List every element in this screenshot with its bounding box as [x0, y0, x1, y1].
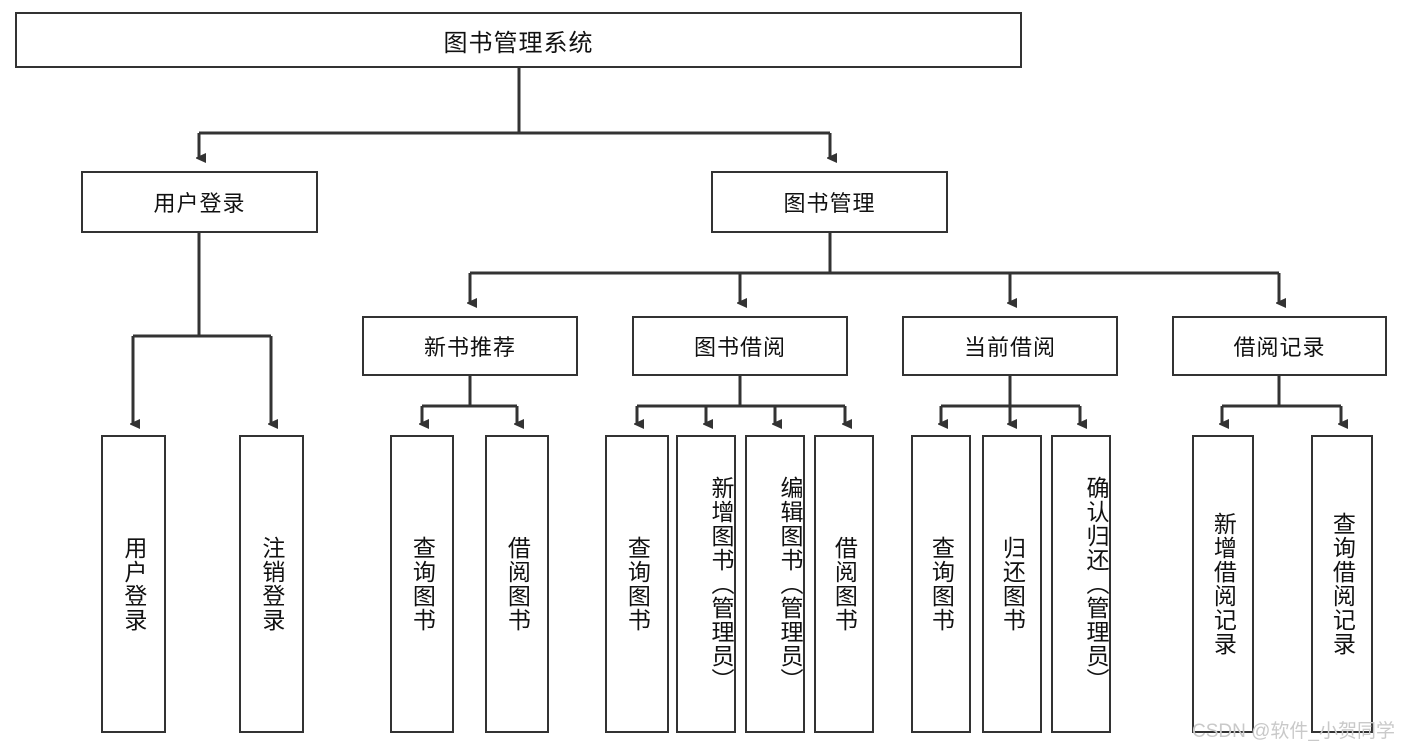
- leaf-borrow-books[interactable]: 借阅图书: [814, 435, 874, 733]
- leaf-logout[interactable]: 注销登录: [239, 435, 304, 733]
- leaf-query-books-current[interactable]: 查询图书: [911, 435, 971, 733]
- leaf-query-borrow-record[interactable]: 查询借阅记录: [1311, 435, 1373, 733]
- leaf-borrow-books-new[interactable]: 借阅图书: [485, 435, 549, 733]
- node-label: 借阅记录: [1233, 335, 1326, 360]
- node-label: 查询图书: [409, 536, 436, 632]
- leaf-confirm-return-admin[interactable]: 确认归还（管理员）: [1051, 435, 1111, 733]
- node-label: 用户登录: [153, 191, 246, 216]
- node-label: 查询图书: [928, 536, 955, 632]
- node-label: 借阅图书: [831, 536, 858, 632]
- node-label: 注销登录: [258, 536, 285, 632]
- node-current[interactable]: 当前借阅: [902, 316, 1118, 376]
- node-label: 查询图书: [624, 536, 651, 632]
- node-label: 查询借阅记录: [1329, 512, 1356, 656]
- leaf-add-borrow-record[interactable]: 新增借阅记录: [1192, 435, 1254, 733]
- leaf-user-login[interactable]: 用户登录: [101, 435, 166, 733]
- node-label: 新书推荐: [423, 335, 516, 360]
- leaf-edit-book-admin[interactable]: 编辑图书（管理员）: [745, 435, 805, 733]
- node-label: 借阅图书: [504, 536, 531, 632]
- node-label: 编辑图书（管理员）: [777, 476, 803, 692]
- node-root-图书管理系统[interactable]: 图书管理系统: [15, 12, 1022, 68]
- node-label: 归还图书: [999, 536, 1026, 632]
- node-label: 图书管理: [783, 191, 876, 216]
- node-label: 用户登录: [120, 536, 147, 632]
- leaf-query-books-new[interactable]: 查询图书: [390, 435, 454, 733]
- node-label: 当前借阅: [963, 335, 1056, 360]
- node-bookmgr[interactable]: 图书管理: [711, 171, 948, 233]
- node-label: 新增图书（管理员）: [708, 476, 734, 692]
- node-login[interactable]: 用户登录: [81, 171, 318, 233]
- node-newbook[interactable]: 新书推荐: [362, 316, 578, 376]
- leaf-return-books[interactable]: 归还图书: [982, 435, 1042, 733]
- node-borrow[interactable]: 图书借阅: [632, 316, 848, 376]
- leaf-add-book-admin[interactable]: 新增图书（管理员）: [676, 435, 736, 733]
- leaf-query-books-borrow[interactable]: 查询图书: [605, 435, 669, 733]
- node-label: 确认归还（管理员）: [1083, 476, 1109, 692]
- node-label: 新增借阅记录: [1210, 512, 1237, 656]
- csdn-watermark: CSDN @软件_小贺同学: [1192, 721, 1395, 742]
- node-label: 图书借阅: [693, 335, 786, 360]
- node-label: 图书管理系统: [443, 29, 594, 57]
- node-record[interactable]: 借阅记录: [1172, 316, 1387, 376]
